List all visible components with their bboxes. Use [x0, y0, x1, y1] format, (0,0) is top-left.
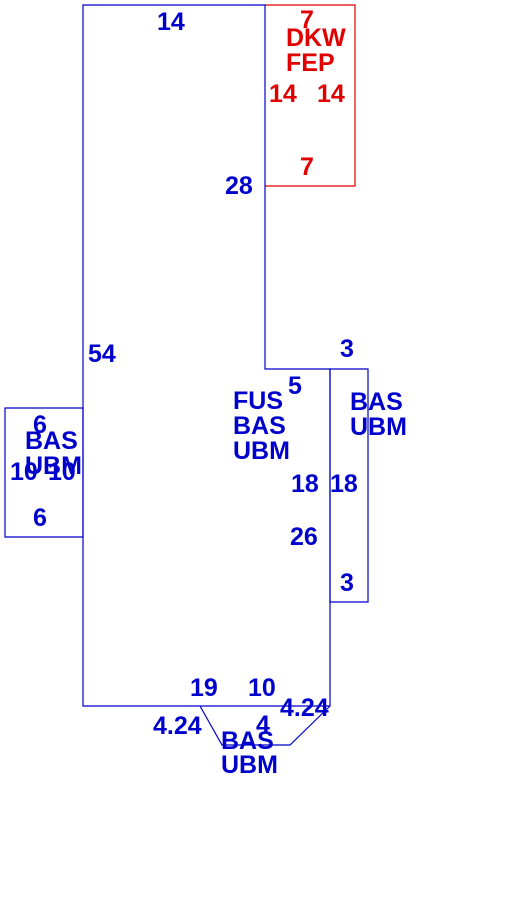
- left-dim-bottom: 6: [33, 504, 47, 532]
- right-dim-top: 3: [340, 335, 354, 363]
- bay-code-2: UBM: [221, 751, 278, 779]
- main-dim-right-b: 26: [290, 523, 318, 551]
- left-code-1: BAS: [25, 427, 78, 455]
- main-code-1: FUS: [233, 387, 283, 415]
- deck-outline: [265, 4, 356, 187]
- bay-dim-bottom: 4: [256, 711, 270, 739]
- main-code-3: UBM: [233, 437, 290, 465]
- left-section-outline: [4, 407, 84, 538]
- bay-section-outline: [199, 705, 331, 746]
- deck-dim-top: 7: [300, 6, 314, 34]
- right-section-outline: [329, 368, 369, 603]
- main-code-2: BAS: [233, 412, 286, 440]
- right-code-2: UBM: [350, 413, 407, 441]
- left-dim-right: 10: [48, 458, 76, 486]
- deck-dim-left: 14: [269, 80, 297, 108]
- main-dim-bottom-left: 19: [190, 674, 218, 702]
- bay-dim-diag-right: 4.24: [280, 694, 329, 722]
- bay-code-1: BAS: [221, 727, 274, 755]
- left-dim-top: 6: [33, 411, 47, 439]
- main-dim-left: 54: [88, 340, 116, 368]
- main-section-outline: [82, 4, 331, 707]
- bay-dim-diag-left: 4.24: [153, 712, 202, 740]
- main-dim-step-right: 28: [225, 172, 253, 200]
- main-dim-step-top: 5: [288, 372, 302, 400]
- deck-dim-bottom: 7: [300, 153, 314, 181]
- deck-code-1: DKW: [286, 24, 346, 52]
- main-dim-top: 14: [157, 8, 185, 36]
- deck-dim-right: 14: [317, 80, 345, 108]
- main-dim-right-a: 18: [291, 470, 319, 498]
- right-code-1: BAS: [350, 388, 403, 416]
- right-dim-bottom: 3: [340, 569, 354, 597]
- main-dim-bottom-right: 10: [248, 674, 276, 702]
- left-dim-left: 10: [10, 458, 38, 486]
- left-code-2: UBM: [25, 452, 82, 480]
- deck-code-2: FEP: [286, 49, 335, 77]
- right-dim-right: 18: [330, 470, 358, 498]
